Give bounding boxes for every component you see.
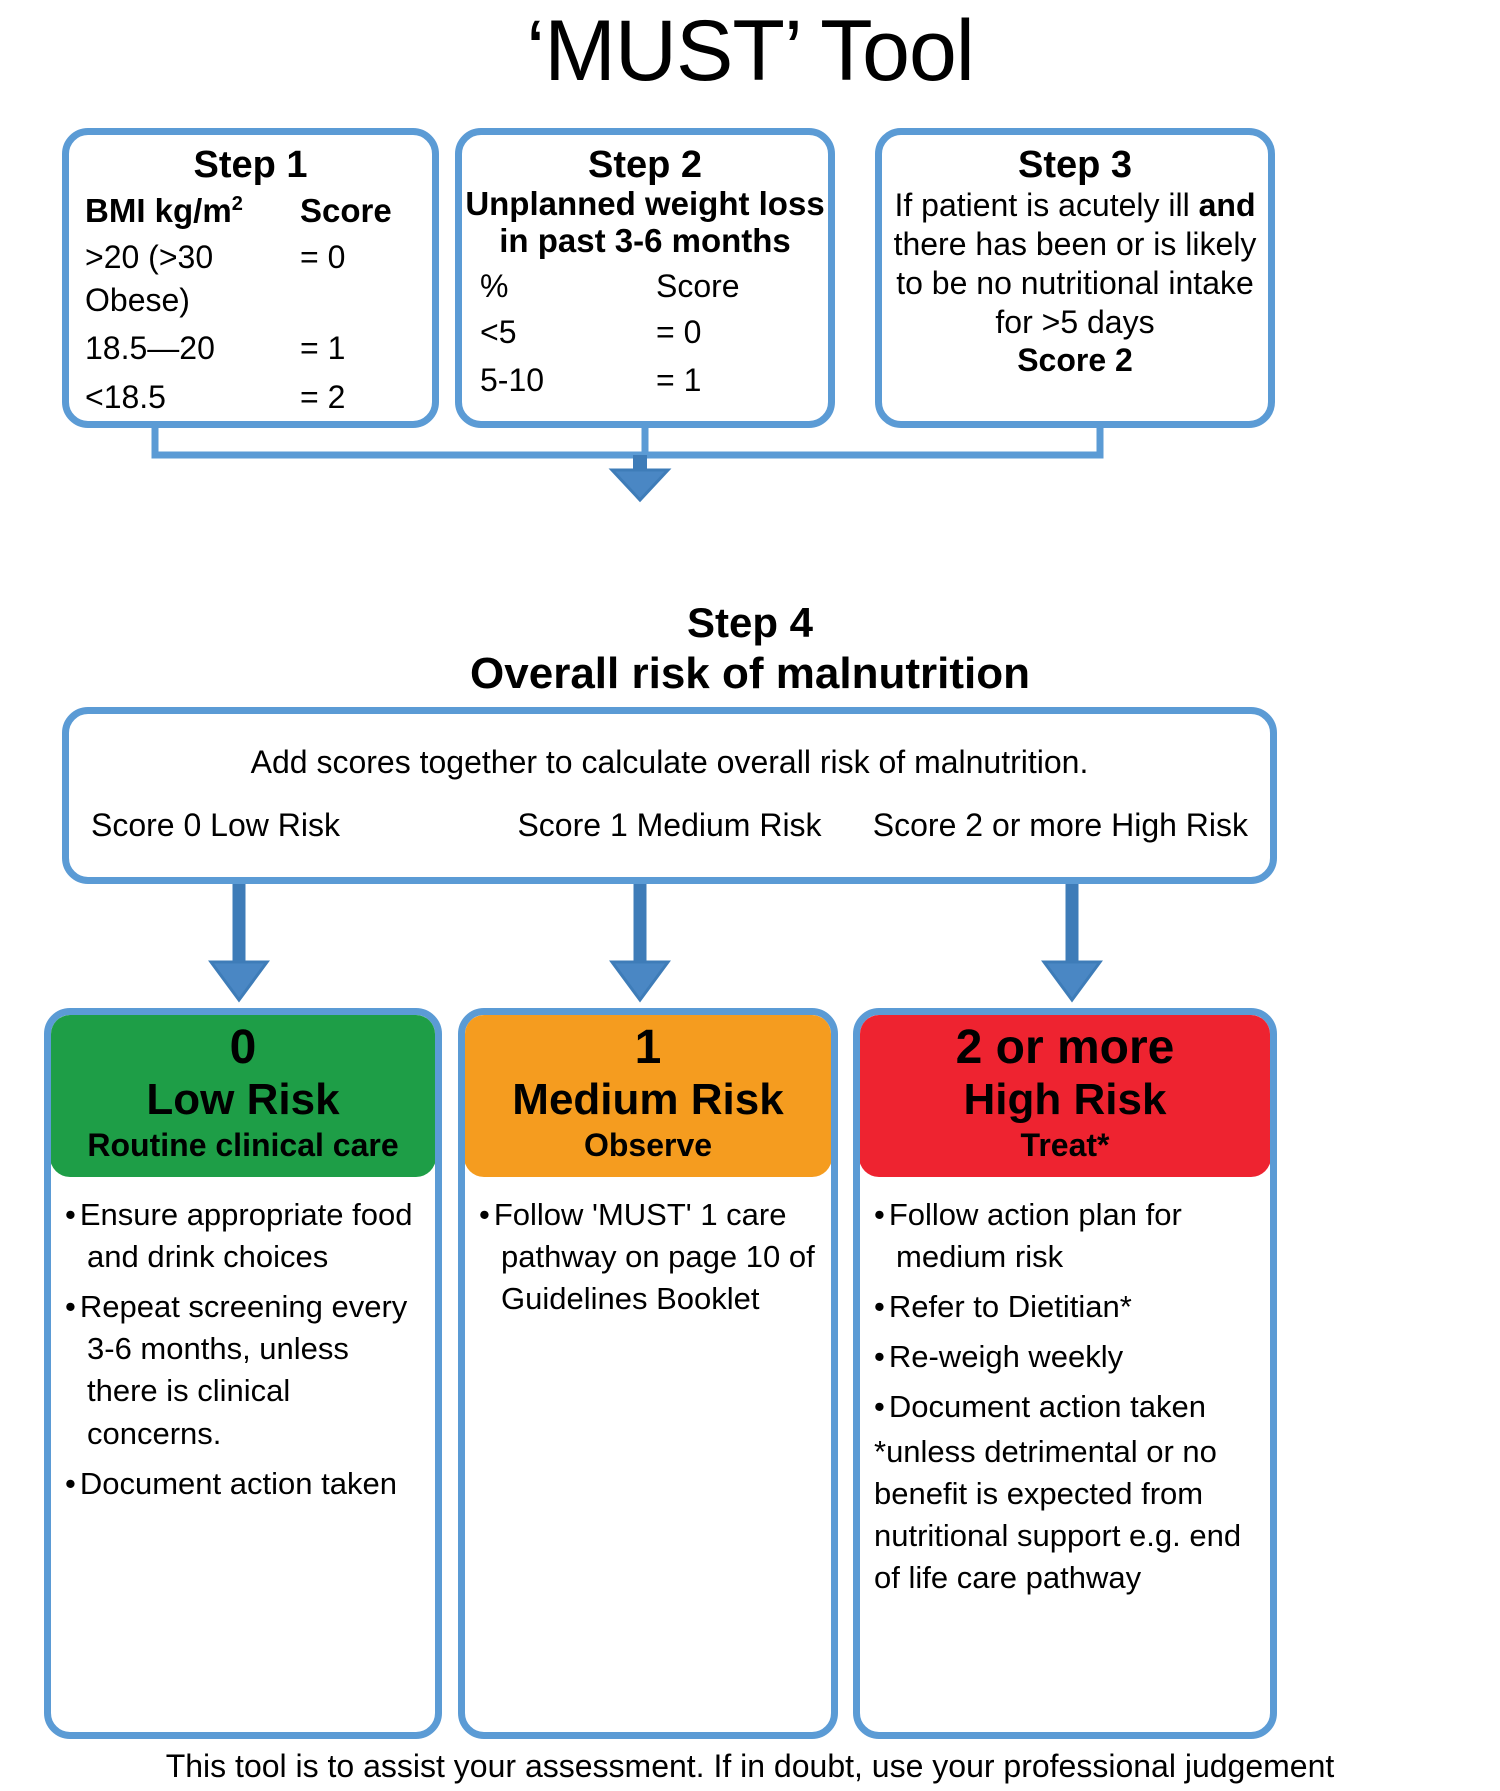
- list-item: Follow action plan for medium risk: [874, 1194, 1258, 1278]
- step-1-range-1: 18.5—20: [85, 330, 215, 367]
- risk-column-high: 2 or more High Risk Treat* Follow action…: [853, 1008, 1277, 1739]
- step-1-row: <18.5 = 2: [85, 376, 416, 419]
- step-1-row: >20 (>30 Obese) = 0: [85, 236, 416, 321]
- step-2-subtitle-line2: in past 3-6 months: [499, 221, 791, 259]
- step-3-line1a: If patient is acutely ill: [894, 187, 1199, 224]
- risk-medium-score: 1: [634, 1021, 662, 1074]
- step-1-score-2: = 2: [300, 378, 346, 415]
- risk-low-action: Routine clinical care: [87, 1127, 399, 1164]
- list-item: Refer to Dietitian*: [874, 1286, 1258, 1328]
- step-4-heading: Step 4 Overall risk of malnutrition: [0, 598, 1500, 699]
- step-1-row: 18.5—20 = 1: [85, 327, 416, 370]
- page-title: ‘MUST’ Tool: [526, 3, 975, 99]
- step-3-title: Step 3: [1017, 144, 1133, 186]
- risk-column-low: 0 Low Risk Routine clinical care Ensure …: [44, 1008, 442, 1739]
- risk-low-score: 0: [229, 1021, 257, 1074]
- risk-medium-outer: 1 Medium Risk Observe Follow 'MUST' 1 ca…: [458, 1008, 838, 1739]
- step-1-score-1: = 1: [300, 330, 346, 367]
- risk-low-label: Low Risk: [146, 1075, 340, 1125]
- risk-high-score: 2 or more: [955, 1021, 1175, 1074]
- step-2-subtitle-line1: Unplanned weight loss: [465, 185, 825, 223]
- risk-high-footnote: *unless detrimental or no benefit is exp…: [874, 1433, 1242, 1596]
- step-1-header-row: BMI kg/m2 Score: [85, 192, 416, 230]
- risk-low-outer: 0 Low Risk Routine clinical care Ensure …: [44, 1008, 442, 1739]
- step-2-row: <5 = 0: [462, 311, 828, 354]
- step-1-col-header-score: Score: [300, 192, 392, 230]
- risk-high-outer: 2 or more High Risk Treat* Follow action…: [853, 1008, 1277, 1739]
- risk-high-header: 2 or more High Risk Treat*: [860, 1015, 1270, 1177]
- list-item: Repeat screening every 3-6 months, unles…: [65, 1286, 423, 1455]
- risk-medium-header: 1 Medium Risk Observe: [465, 1015, 831, 1177]
- risk-medium-body: Follow 'MUST' 1 care pathway on page 10 …: [465, 1176, 831, 1320]
- step-2-score-1: = 1: [656, 362, 702, 399]
- step-1-score-0: = 0: [300, 239, 346, 276]
- step-4-title: Step 4: [686, 599, 814, 646]
- step-3-line2: there has been or is likely: [893, 226, 1257, 263]
- step-1-col-header-bmi: BMI kg/m: [85, 192, 232, 230]
- step-1-range-0: >20 (>30 Obese): [85, 239, 214, 318]
- overall-risk-box: Add scores together to calculate overall…: [62, 707, 1277, 884]
- step-1-range-2: <18.5: [85, 378, 166, 415]
- list-item: Re-weigh weekly: [874, 1336, 1258, 1378]
- step-3-line3: to be no nutritional intake: [896, 265, 1254, 302]
- step-2-score-0: = 0: [656, 313, 702, 350]
- step-4-subtitle: Overall risk of malnutrition: [470, 648, 1030, 698]
- list-item: Follow 'MUST' 1 care pathway on page 10 …: [479, 1194, 819, 1320]
- step-1-box: Step 1 BMI kg/m2 Score >20 (>30 Obese) =…: [62, 128, 439, 428]
- step-3-line1b: and: [1198, 187, 1256, 224]
- step-2-header-row: % Score: [462, 268, 828, 305]
- risk-high-action: Treat*: [1020, 1127, 1110, 1164]
- overall-score-medium: Score 1 Medium Risk: [517, 807, 822, 843]
- step-1-bmi-superscript: 2: [231, 193, 243, 216]
- step-2-col-header-percent: %: [480, 267, 509, 304]
- risk-column-medium: 1 Medium Risk Observe Follow 'MUST' 1 ca…: [458, 1008, 838, 1739]
- step-3-score: Score 2: [1017, 342, 1133, 379]
- overall-risk-score-row: Score 0 Low Risk Score 1 Medium Risk Sco…: [69, 807, 1270, 844]
- step-3-box: Step 3 If patient is acutely ill and the…: [875, 128, 1275, 428]
- step-2-range-1: 5-10: [480, 362, 545, 399]
- step-2-row: 5-10 = 1: [462, 359, 828, 402]
- risk-medium-action: Observe: [583, 1127, 713, 1164]
- risk-high-body: Follow action plan for medium risk Refer…: [860, 1176, 1270, 1599]
- overall-score-high: Score 2 or more High Risk: [872, 807, 1249, 843]
- step-3-line4: for >5 days: [995, 304, 1155, 341]
- step-1-title: Step 1: [193, 144, 308, 186]
- steps-row: Step 1 BMI kg/m2 Score >20 (>30 Obese) =…: [0, 128, 1500, 428]
- step-3-body: If patient is acutely ill and there has …: [882, 186, 1268, 342]
- footer-note: This tool is to assist your assessment. …: [165, 1748, 1335, 1784]
- overall-risk-lead: Add scores together to calculate overall…: [250, 744, 1089, 780]
- risk-low-header: 0 Low Risk Routine clinical care: [51, 1015, 435, 1177]
- step-2-box: Step 2 Unplanned weight loss in past 3-6…: [455, 128, 835, 428]
- step-2-col-header-score: Score: [656, 267, 740, 304]
- list-item: Document action taken: [874, 1386, 1258, 1428]
- risk-high-label: High Risk: [963, 1075, 1167, 1125]
- step-2-range-0: <5: [480, 313, 517, 350]
- list-item: Ensure appropriate food and drink choice…: [65, 1194, 423, 1278]
- step-2-title: Step 2: [587, 144, 703, 186]
- overall-score-low: Score 0 Low Risk: [91, 807, 340, 843]
- risk-medium-label: Medium Risk: [512, 1075, 784, 1125]
- list-item: Document action taken: [65, 1463, 423, 1505]
- risk-low-body: Ensure appropriate food and drink choice…: [51, 1176, 435, 1505]
